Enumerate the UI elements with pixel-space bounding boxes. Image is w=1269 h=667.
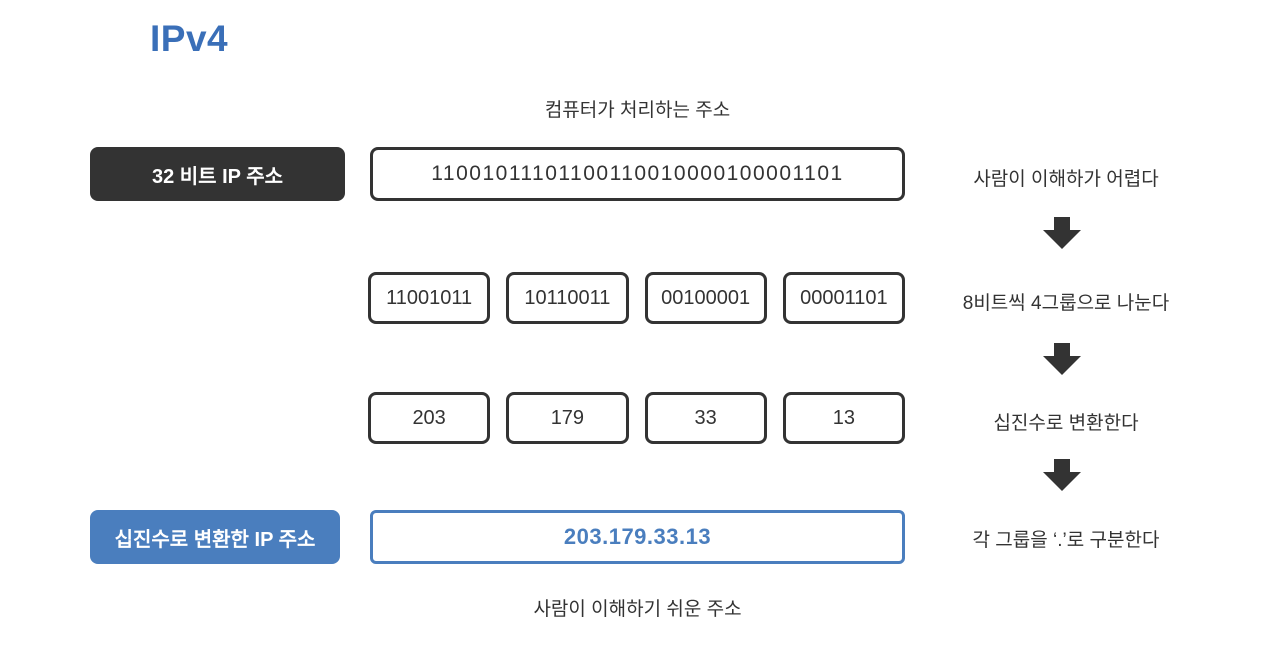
decimal-group-box-4: 13 [782,392,905,444]
note-convert-to-decimal: 십진수로 변환한다 [993,413,1139,434]
decimal-group-box-3: 33 [644,392,767,444]
binary-groups-row: 11001011 10110011 00100001 00001101 [368,272,905,324]
decimal-group-box-2: 179 [506,392,629,444]
page-title: IPv4 [150,18,229,59]
down-arrow-icon [1043,343,1081,375]
binary-group-box-4: 00001101 [782,272,905,324]
label-decimal-ip-address: 십진수로 변환한 IP 주소 [90,510,340,564]
note-separate-with-dots: 각 그룹을 ‘.’로 구분한다 [972,530,1160,551]
binary-group-box-2: 10110011 [506,272,629,324]
binary-group-box-1: 11001011 [368,272,491,324]
top-caption: 컴퓨터가 처리하는 주소 [544,100,731,121]
note-split-into-groups: 8비트씩 4그룹으로 나눈다 [962,293,1170,314]
decimal-ip-value-box: 203.179.33.13 [370,510,905,564]
note-hard-for-humans: 사람이 이해하가 어렵다 [973,169,1159,190]
down-arrow-icon [1043,459,1081,491]
binary-group-box-3: 00100001 [644,272,767,324]
bottom-caption: 사람이 이해하기 쉬운 주소 [533,599,742,620]
decimal-group-box-1: 203 [368,392,491,444]
binary-32bit-value-box: 11001011101100110010000100001101 [370,147,905,201]
decimal-groups-row: 203 179 33 13 [368,392,905,444]
label-32bit-ip-address: 32 비트 IP 주소 [90,147,345,201]
down-arrow-icon [1043,217,1081,249]
